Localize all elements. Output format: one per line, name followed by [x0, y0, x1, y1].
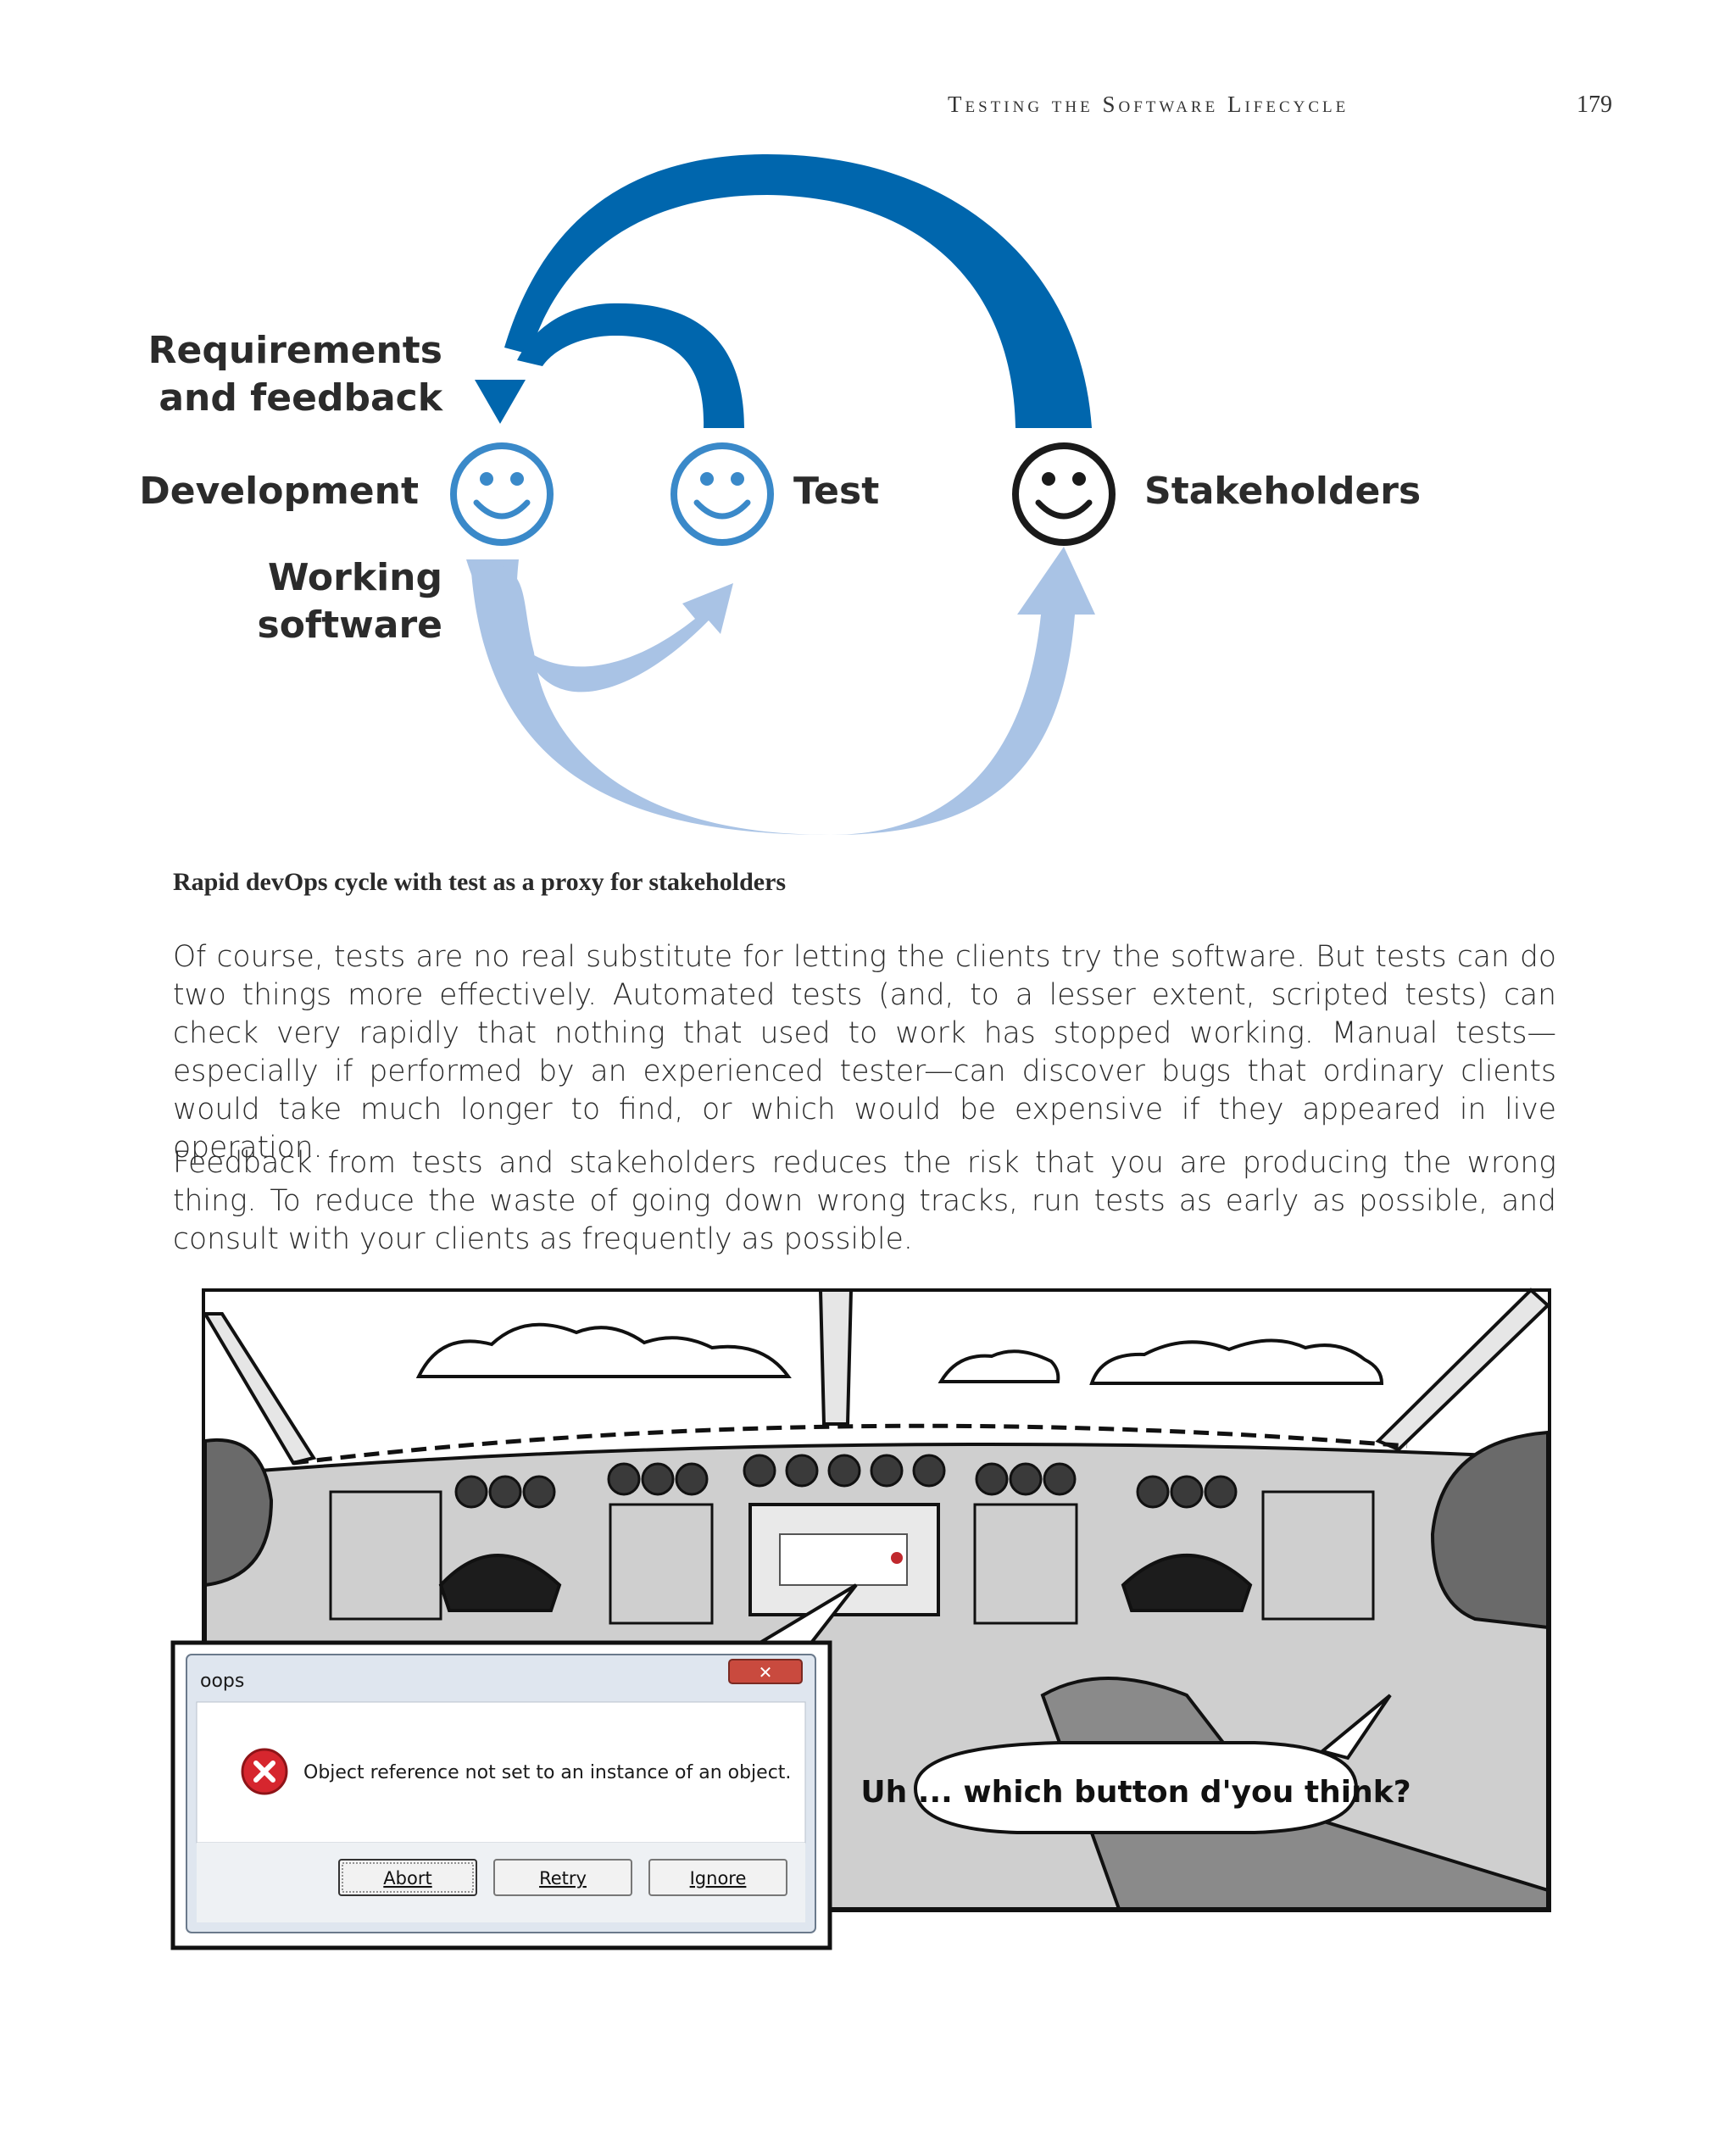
clouds [415, 1322, 1384, 1385]
test-face-icon [670, 442, 774, 546]
development-label: Development [139, 470, 419, 513]
test-to-dev-arrow [517, 303, 744, 428]
pilot-left [203, 1438, 274, 1588]
speech-bubble: Uh ... which button d'you think? [860, 1694, 1411, 1834]
cockpit-button-grids [329, 1490, 1375, 1625]
dialog-close-button[interactable] [728, 1659, 803, 1684]
central-display [748, 1503, 940, 1616]
dialog-title: oops [200, 1671, 244, 1692]
cloud-right [1089, 1338, 1384, 1385]
working-software-arrows [466, 547, 1095, 835]
windshield-frame [202, 1288, 1550, 1466]
cloud-left [415, 1322, 792, 1378]
stakeholders-to-dev-arrow [504, 153, 1092, 428]
devops-cycle-diagram: Requirements and feedback Development Te… [139, 153, 1421, 835]
feedback-arrowhead [475, 380, 526, 424]
pilot-right [1040, 1430, 1550, 1911]
dial-clusters [454, 1454, 1238, 1509]
abort-button[interactable]: Abort [338, 1859, 477, 1896]
test-label: Test [793, 470, 879, 513]
retry-button-label: Retry [539, 1868, 587, 1888]
stakeholders-face-icon [1012, 442, 1116, 546]
cockpit-cartoon: Uh ... which button d'you think? oops ✕ … [170, 1288, 1551, 1950]
dialog-message: Object reference not set to an instance … [303, 1762, 791, 1783]
cloud-right-small [938, 1349, 1060, 1383]
working-label-line1: Working [268, 556, 442, 599]
figure-caption: Rapid devOps cycle with test as a proxy … [173, 868, 787, 896]
error-icon [241, 1748, 288, 1795]
development-face-icon [450, 442, 554, 546]
dev-to-stakeholders-arrow [470, 547, 1095, 835]
body-paragraph-1: Of course, tests are no real substitute … [173, 940, 1556, 1165]
requirements-label-line1: Requirements [148, 329, 442, 372]
feedback-arrows [475, 153, 1092, 428]
dialog-close-icon: ✕ [759, 1662, 773, 1683]
requirements-label-line2: and feedback [159, 376, 443, 420]
stakeholders-label: Stakeholders [1144, 470, 1421, 513]
abort-button-label: Abort [383, 1868, 431, 1888]
gauges [438, 1554, 1253, 1612]
working-label-line2: software [258, 604, 442, 647]
ignore-button-label: Ignore [690, 1868, 747, 1888]
retry-button[interactable]: Retry [493, 1859, 632, 1896]
body-paragraph-2: Feedback from tests and stakeholders red… [173, 1146, 1556, 1256]
error-dialog: oops ✕ Object reference not set to an in… [186, 1654, 816, 1933]
page-number: 179 [1577, 92, 1612, 118]
ignore-button[interactable]: Ignore [648, 1859, 787, 1896]
speech-text: Uh ... which button d'you think? [860, 1775, 1410, 1810]
running-head: Testing the Software Lifecycle [948, 92, 1349, 117]
